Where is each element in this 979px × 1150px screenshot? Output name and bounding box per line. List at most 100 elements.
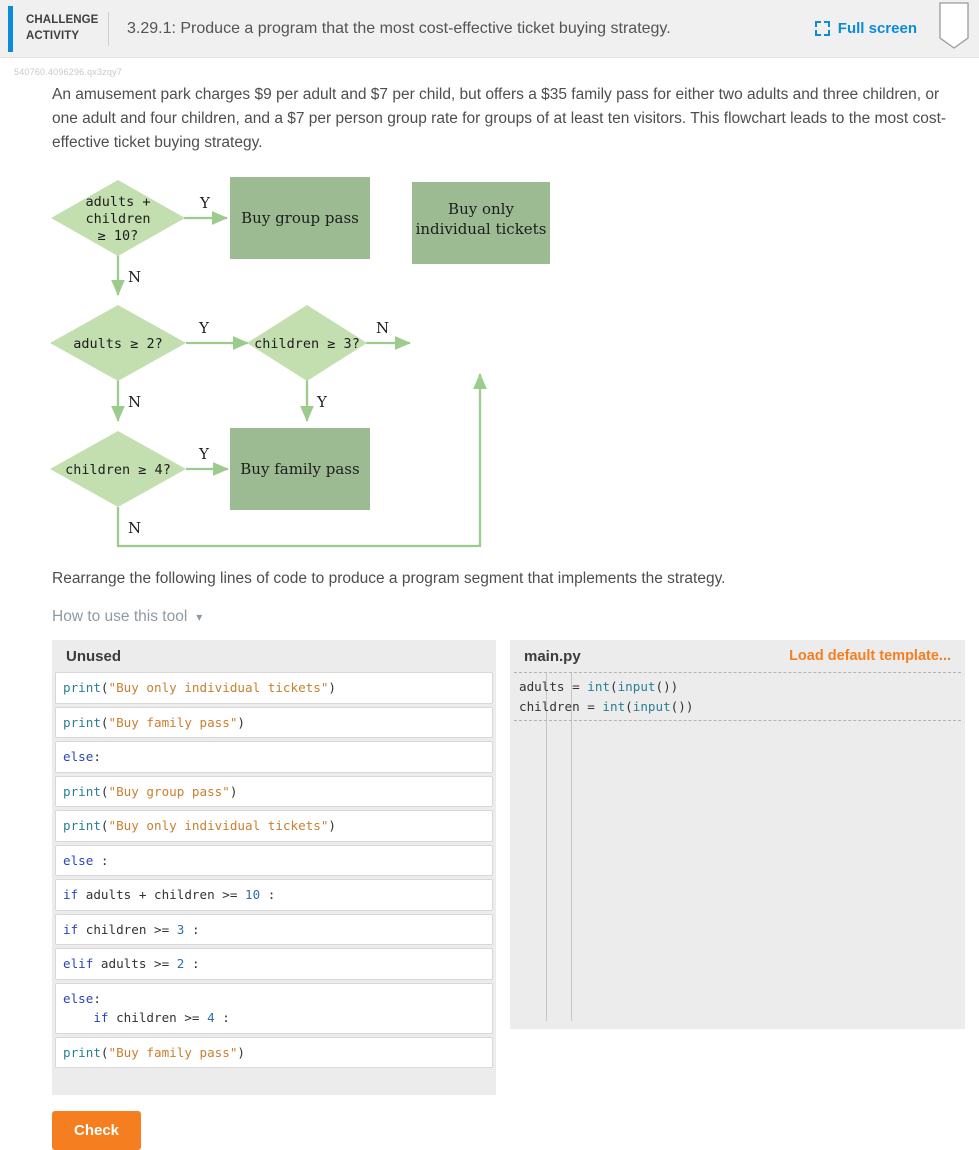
code-token: if: [63, 887, 78, 902]
code-token: print: [63, 818, 101, 833]
unused-code-line[interactable]: if adults + children >= 10 :: [55, 879, 493, 911]
check-button[interactable]: Check: [52, 1111, 141, 1150]
code-token: (: [101, 715, 109, 730]
kicker-line-1: CHALLENGE: [26, 13, 102, 29]
code-token: ()): [656, 679, 679, 694]
flowchart-decision-2: adults ≥ 2?: [50, 305, 186, 381]
code-token: print: [63, 680, 101, 695]
edge-label-d3-yes: Y: [316, 393, 328, 411]
unused-code-line[interactable]: if children >= 3 :: [55, 914, 493, 946]
unused-code-line[interactable]: print("Buy group pass"): [55, 776, 493, 808]
activity-content: 540760.4096296.qx3zqy7 An amusement park…: [0, 58, 979, 1150]
editor-panel: main.py Load default template... adults …: [510, 640, 965, 1029]
challenge-activity-header: CHALLENGE ACTIVITY 3.29.1: Produce a pro…: [0, 0, 979, 58]
code-token: "Buy only individual tickets": [109, 680, 329, 695]
process-2-line-1: Buy only: [448, 200, 514, 218]
unused-code-line[interactable]: else: if children >= 4 :: [55, 983, 493, 1034]
chevron-down-icon: ▾: [196, 610, 202, 624]
how-to-use-label: How to use this tool: [52, 608, 187, 626]
load-default-template-link[interactable]: Load default template...: [789, 648, 951, 664]
editor-filename: main.py: [524, 648, 581, 665]
code-token: ): [328, 818, 336, 833]
full-screen-button[interactable]: Full screen: [815, 20, 917, 37]
code-token: children: [109, 1010, 185, 1025]
flowchart-svg: adults + children ≥ 10? Y N Buy group pa…: [40, 169, 600, 559]
code-token: >=: [154, 922, 169, 937]
unused-code-line[interactable]: print("Buy family pass"): [55, 707, 493, 739]
flowchart-decision-1: adults + children ≥ 10?: [51, 180, 185, 256]
code-token: ): [230, 784, 238, 799]
code-token: (: [101, 1045, 109, 1060]
flowchart-decision-4: children ≥ 4?: [50, 431, 186, 507]
decision-1-line-3: ≥ 10?: [98, 228, 139, 244]
code-token: [237, 887, 245, 902]
unused-code-line[interactable]: else:: [55, 741, 493, 773]
code-token: print: [63, 1045, 101, 1060]
code-token: ()): [671, 699, 694, 714]
code-token: adults =: [519, 679, 587, 694]
code-token: ): [237, 715, 245, 730]
code-token: [200, 1010, 208, 1025]
editor-code-line[interactable]: adults = int(input()): [514, 677, 961, 697]
process-3-line-1: Buy family pass: [240, 460, 359, 478]
unused-code-line[interactable]: else :: [55, 845, 493, 877]
editor-panel-header: main.py Load default template...: [510, 640, 965, 672]
code-token: >=: [184, 1010, 199, 1025]
full-screen-label: Full screen: [838, 20, 917, 37]
code-token: (: [101, 818, 109, 833]
code-token: 10: [245, 887, 260, 902]
editor-lines-list: adults = int(input())children = int(inpu…: [514, 677, 961, 716]
edge-label-d2-no: N: [128, 393, 141, 411]
edge-label-d2-yes: Y: [198, 319, 210, 337]
decision-1-line-2: children: [85, 211, 150, 227]
code-token: "Buy only individual tickets": [109, 818, 329, 833]
code-token: :: [260, 887, 275, 902]
indent-guide-2: [571, 672, 572, 1021]
editor-code-line[interactable]: children = int(input()): [514, 697, 961, 717]
code-arrangement-area: Unused print("Buy only individual ticket…: [52, 640, 965, 1095]
expand-icon: [815, 21, 830, 36]
decision-3-line-1: children ≥ 3?: [254, 336, 360, 352]
code-token: print: [63, 715, 101, 730]
unused-code-line[interactable]: print("Buy only individual tickets"): [55, 672, 493, 704]
code-token: [169, 956, 177, 971]
code-token: ): [237, 1045, 245, 1060]
code-token: if: [63, 922, 78, 937]
unused-lines-list: print("Buy only individual tickets")prin…: [52, 672, 496, 1068]
unused-code-line[interactable]: elif adults >= 2 :: [55, 948, 493, 980]
indent-guide-1: [546, 672, 547, 1021]
flowchart-decision-3: children ≥ 3?: [247, 305, 367, 381]
code-token: >=: [222, 887, 237, 902]
code-token: children: [78, 922, 154, 937]
unused-code-line[interactable]: print("Buy only individual tickets"): [55, 810, 493, 842]
code-token: [169, 922, 177, 937]
code-token: input: [618, 679, 656, 694]
code-token: :: [184, 956, 199, 971]
code-token: print: [63, 784, 101, 799]
unused-panel-footer: [52, 1071, 496, 1095]
edge-label-d1-no: N: [128, 268, 141, 286]
code-token: "Buy family pass": [109, 1045, 238, 1060]
unused-panel-header: Unused: [52, 640, 496, 672]
code-token: elif: [63, 956, 93, 971]
code-token: else: [63, 991, 93, 1006]
code-token: else: [63, 749, 93, 764]
unused-code-line[interactable]: print("Buy family pass"): [55, 1037, 493, 1069]
kicker-line-2: ACTIVITY: [26, 29, 102, 45]
edge-label-d1-yes: Y: [199, 194, 211, 212]
code-token: "Buy family pass": [109, 715, 238, 730]
problem-statement: An amusement park charges $9 per adult a…: [52, 83, 959, 155]
edge-label-d3-no: N: [376, 319, 389, 337]
code-token: int: [602, 699, 625, 714]
how-to-use-this-tool-toggle[interactable]: How to use this tool ▾: [52, 608, 202, 626]
header-actions: Full screen: [815, 2, 979, 55]
rearrange-instruction: Rearrange the following lines of code to…: [52, 570, 959, 588]
editor-dropzone-area[interactable]: adults = int(input())children = int(inpu…: [510, 672, 965, 1029]
bookmark-icon[interactable]: [939, 2, 969, 55]
challenge-activity-kicker: CHALLENGE ACTIVITY: [26, 13, 102, 44]
editor-code-dropzone[interactable]: adults = int(input())children = int(inpu…: [514, 672, 961, 721]
code-token: ): [328, 680, 336, 695]
code-token: "Buy group pass": [109, 784, 230, 799]
edge-label-d4-no: N: [128, 519, 141, 537]
code-token: else: [63, 853, 93, 868]
